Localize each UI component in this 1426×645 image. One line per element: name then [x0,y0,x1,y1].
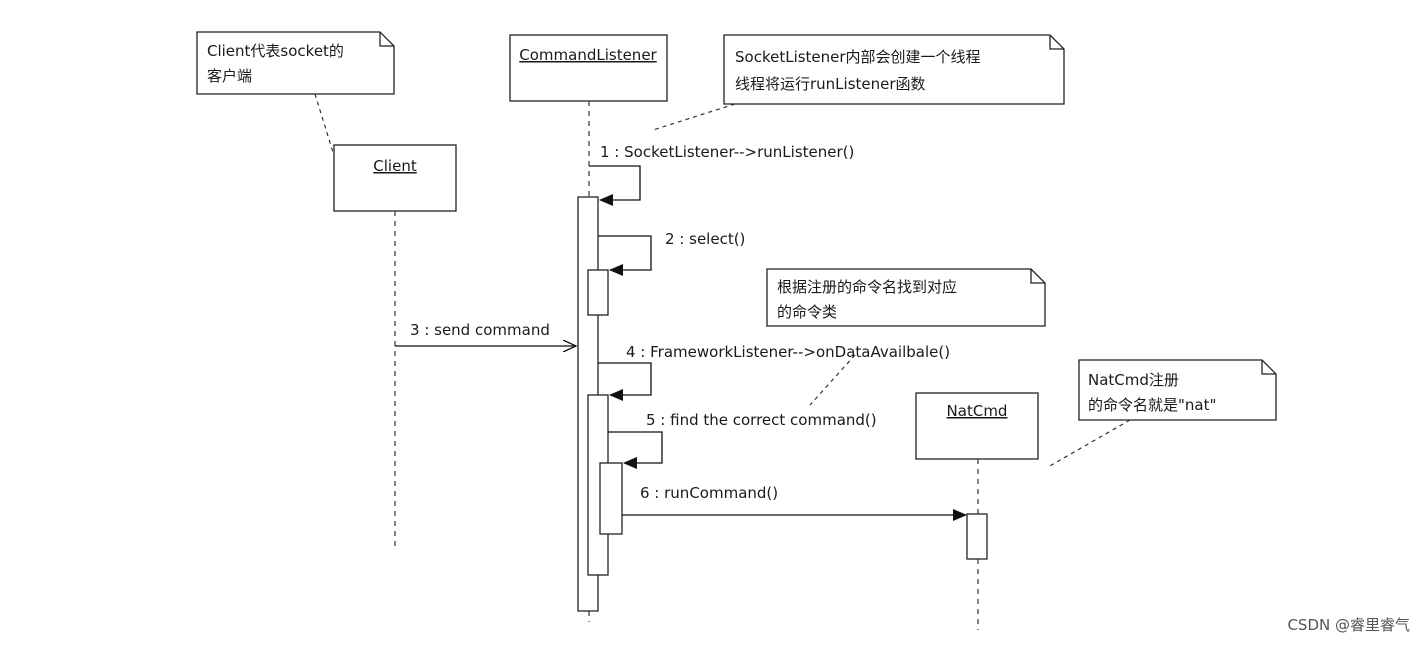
object-client: Client [333,144,457,212]
note-client: Client代表socket的 客户端 [196,31,395,95]
object-client-label: Client [373,157,417,175]
activation-select [587,269,609,316]
note-socket-listener-line-2: 线程将运行runListener函数 [735,75,926,93]
note-socket-listener-connector [652,103,736,131]
message-5-label: 5 : find the correct command() [646,411,877,429]
note-command-lookup: 根据注册的命令名找到对应 的命令类 [766,268,1046,327]
message-1-arrow [589,165,641,206]
note-natcmd-connector [1047,419,1131,468]
note-client-connector [314,93,341,176]
note-command-lookup-line-2: 的命令类 [777,303,837,321]
note-natcmd: NatCmd注册 的命令名就是"nat" [1078,359,1277,421]
message-1-label: 1 : SocketListener-->runListener() [600,143,854,161]
activation-natcmd [966,513,988,560]
message-4-label: 4 : FrameworkListener-->onDataAvailbale(… [626,343,950,361]
watermark: CSDN @睿里睿气 [1287,616,1410,634]
object-command-listener-label: CommandListener [519,46,657,64]
message-2-arrow [598,235,652,276]
message-5-arrow [608,431,663,469]
note-client-line-2: 客户端 [207,67,252,85]
note-command-lookup-connector [809,354,856,406]
message-4-arrow [598,362,652,401]
message-3-label: 3 : send command [410,321,550,339]
message-2-label: 2 : select() [665,230,745,248]
object-command-listener: CommandListener [509,34,668,102]
note-socket-listener: SocketListener内部会创建一个线程 线程将运行runListener… [723,34,1065,105]
note-natcmd-line-2: 的命令名就是"nat" [1088,396,1216,414]
note-command-lookup-line-1: 根据注册的命令名找到对应 [777,278,957,296]
note-socket-listener-line-1: SocketListener内部会创建一个线程 [735,48,981,66]
activation-find-command [599,462,623,535]
object-natcmd-label: NatCmd [947,402,1008,420]
note-client-line-1: Client代表socket的 [207,42,344,60]
note-natcmd-line-1: NatCmd注册 [1088,371,1179,389]
object-natcmd: NatCmd [915,392,1039,460]
message-6-label: 6 : runCommand() [640,484,778,502]
